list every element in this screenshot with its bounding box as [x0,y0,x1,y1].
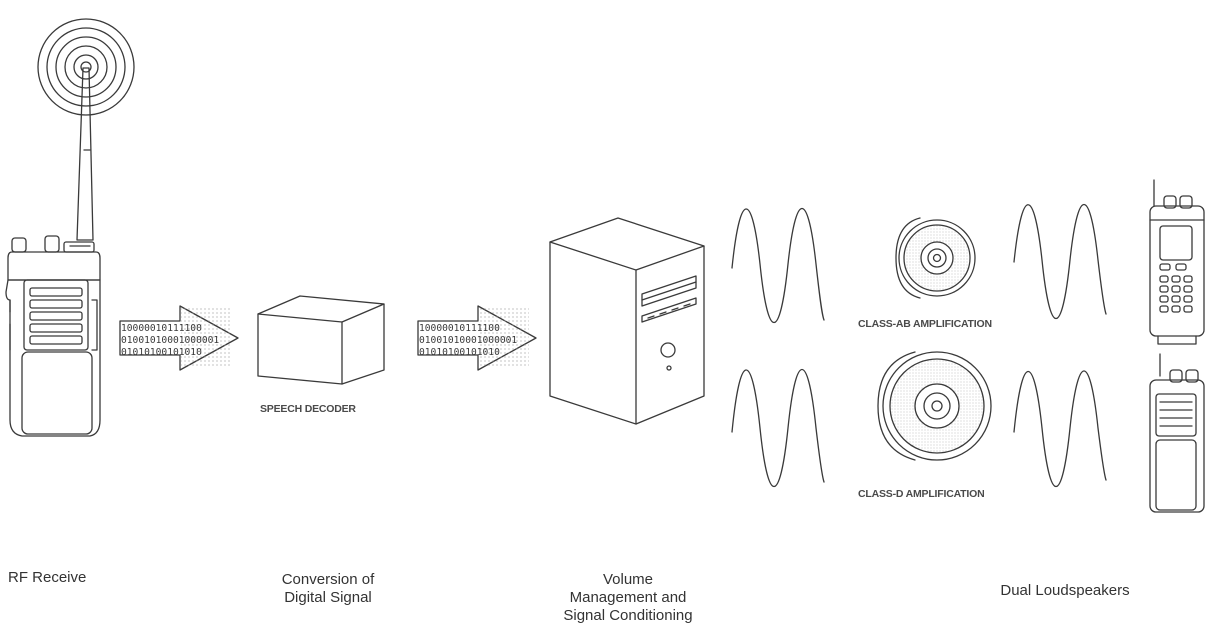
bits-row: 01010100101010 [121,347,202,358]
bits-row: 01001010001000001 [419,335,517,346]
bits-row: 01001010001000001 [121,335,219,346]
caption-rf-receive: RF Receive [8,569,86,587]
caption-line: Signal Conditioning [563,607,693,624]
caption-line: Volume [602,571,654,588]
caption-line: Conversion of [281,571,375,588]
caption-line: Management and [569,589,687,606]
waveform-icon [731,208,825,323]
bits-row: 01010100101010 [419,347,500,358]
waveform-icon [1013,204,1107,319]
waveform-icon [1013,370,1107,487]
radio-icon [1149,179,1205,345]
data-arrow-icon [417,305,537,371]
caption-conversion: Conversion of Digital Signal [258,571,398,607]
class-ab-label: CLASS-AB AMPLIFICATION [858,318,992,330]
class-d-label: CLASS-D AMPLIFICATION [858,488,984,500]
speech-decoder-label: SPEECH DECODER [260,403,356,415]
caption-line: Dual Loudspeakers [1000,582,1130,599]
caption-line: Digital Signal [284,589,372,606]
caption-dual-loudspeakers: Dual Loudspeakers [970,582,1160,600]
bits-row: 10000010111100 [419,323,500,334]
waveform-icon [731,369,825,487]
signal-rings-icon [37,18,135,116]
radio-icon [5,67,101,437]
bits-row: 10000010111100 [121,323,202,334]
binary-data-2: 10000010111100 01001010001000001 0101010… [419,323,517,358]
computer-tower-icon [549,217,705,425]
caption-volume: Volume Management and Signal Conditionin… [538,571,718,625]
caption-line: RF Receive [8,569,87,586]
radio-icon [1149,353,1205,513]
data-arrow-icon [119,305,239,371]
binary-data-1: 10000010111100 01001010001000001 0101010… [121,323,219,358]
speaker-icon [877,351,992,461]
decoder-box-icon [257,295,385,385]
speaker-icon [895,217,976,299]
